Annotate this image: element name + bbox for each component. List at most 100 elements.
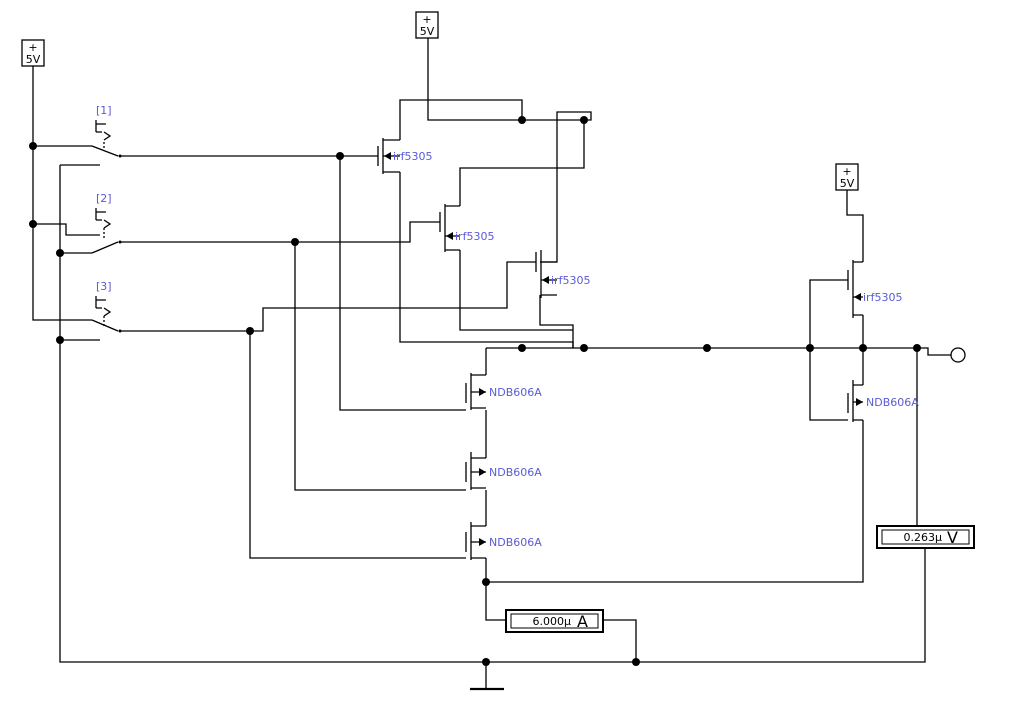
nmos-transistor[interactable]: NDB606A <box>847 380 919 422</box>
meter-display <box>510 613 599 629</box>
junction-dot <box>580 344 588 352</box>
wire <box>399 178 574 348</box>
switch-3[interactable]: [3] <box>91 280 122 341</box>
switch-key-label: [2] <box>96 192 112 205</box>
junction-dot <box>518 116 526 124</box>
mosfet-body <box>377 136 401 178</box>
wire <box>32 66 92 321</box>
junction-dot <box>246 327 254 335</box>
transistor-label: NDB606A <box>489 386 542 399</box>
switch-1[interactable]: [1] <box>91 104 122 166</box>
arrow-icon <box>384 152 391 160</box>
dc-source-5v[interactable]: + 5V <box>415 11 439 39</box>
source-label: 5V <box>840 177 855 190</box>
junction-dot <box>632 658 640 666</box>
mosfet-body <box>439 204 461 252</box>
dc-source-5v[interactable]: + 5V <box>21 39 45 67</box>
mosfet-body <box>465 452 486 490</box>
wire <box>846 190 864 262</box>
wire <box>459 120 585 205</box>
switch-key-label: [3] <box>96 280 112 293</box>
nmos-transistor[interactable]: NDB606A <box>465 522 542 560</box>
arrow-icon <box>479 468 486 476</box>
transistor-label: NDB606A <box>866 396 919 409</box>
junction-dot <box>703 344 711 352</box>
junction-dot <box>859 344 867 352</box>
junction-dot <box>913 344 921 352</box>
transistor-label: irf5305 <box>393 150 432 163</box>
mosfet-body <box>847 380 863 422</box>
source-plus: + <box>422 13 431 26</box>
ammeter-unit: A <box>577 612 588 631</box>
mosfet-body <box>847 260 863 318</box>
junction-dot <box>56 336 64 344</box>
wire <box>604 619 637 662</box>
switch-pivot <box>118 329 122 333</box>
transistor-label: NDB606A <box>489 536 542 549</box>
wire <box>459 250 573 331</box>
wire <box>485 558 508 621</box>
junction-dot <box>56 249 64 257</box>
wire <box>120 261 536 332</box>
wire <box>539 295 574 348</box>
voltmeter-unit: V <box>947 528 958 547</box>
switch-contacts <box>91 145 119 166</box>
source-label: 5V <box>26 53 41 66</box>
mosfet-body <box>465 522 486 560</box>
junction-dot <box>29 220 37 228</box>
voltmeter[interactable]: 0.263μ V <box>876 525 975 549</box>
wires <box>32 38 952 688</box>
wire <box>120 221 440 243</box>
pmos-transistor[interactable]: irf5305 <box>847 260 902 318</box>
switch-toggle-icon <box>95 208 112 229</box>
pmos-transistor[interactable]: irf5305 <box>377 136 432 178</box>
nmos-transistor[interactable]: NDB606A <box>465 452 542 490</box>
wire <box>294 242 466 491</box>
transistor-label: irf5305 <box>455 230 494 243</box>
arrow-icon <box>446 232 453 240</box>
pmos-transistor[interactable]: irf5305 <box>439 204 494 252</box>
switch-pivot <box>118 240 122 244</box>
junction-dot <box>482 578 490 586</box>
junction-dot <box>580 116 588 124</box>
switch-toggle-icon <box>95 296 112 317</box>
junction-dot <box>29 142 37 150</box>
switch-contacts <box>91 319 119 341</box>
source-label: 5V <box>420 25 435 38</box>
arrow-icon <box>479 388 486 396</box>
nmos-transistor[interactable]: NDB606A <box>465 373 542 410</box>
wire <box>249 331 466 559</box>
mosfet-body <box>535 250 557 298</box>
output-probe-icon[interactable] <box>950 347 966 363</box>
wire <box>427 38 592 263</box>
switch-2[interactable]: [2] <box>91 192 122 254</box>
wire <box>863 347 952 356</box>
arrow-icon <box>479 538 486 546</box>
pmos-transistor[interactable]: irf5305 <box>535 250 590 298</box>
dc-source-5v[interactable]: + 5V <box>835 163 859 191</box>
wire <box>339 156 466 411</box>
wire <box>809 348 848 421</box>
ammeter[interactable]: 6.000μ A <box>505 609 604 633</box>
source-plus: + <box>842 165 851 178</box>
wire <box>486 420 864 583</box>
junction-dot <box>482 658 490 666</box>
voltmeter-value: 0.263μ <box>904 531 943 544</box>
arrow-icon <box>854 293 861 301</box>
mosfet-body <box>465 373 486 410</box>
junctions <box>29 116 921 666</box>
switch-toggle-icon <box>95 120 112 141</box>
wire <box>399 99 523 136</box>
source-plus: + <box>28 41 37 54</box>
wire <box>33 223 92 236</box>
junction-dot <box>336 152 344 160</box>
switch-key-label: [1] <box>96 104 112 117</box>
arrow-icon <box>856 398 863 406</box>
switch-contacts <box>91 234 119 254</box>
meter-display <box>881 529 970 545</box>
transistor-label: NDB606A <box>489 466 542 479</box>
switch-pivot <box>118 154 122 158</box>
junction-dot <box>291 238 299 246</box>
